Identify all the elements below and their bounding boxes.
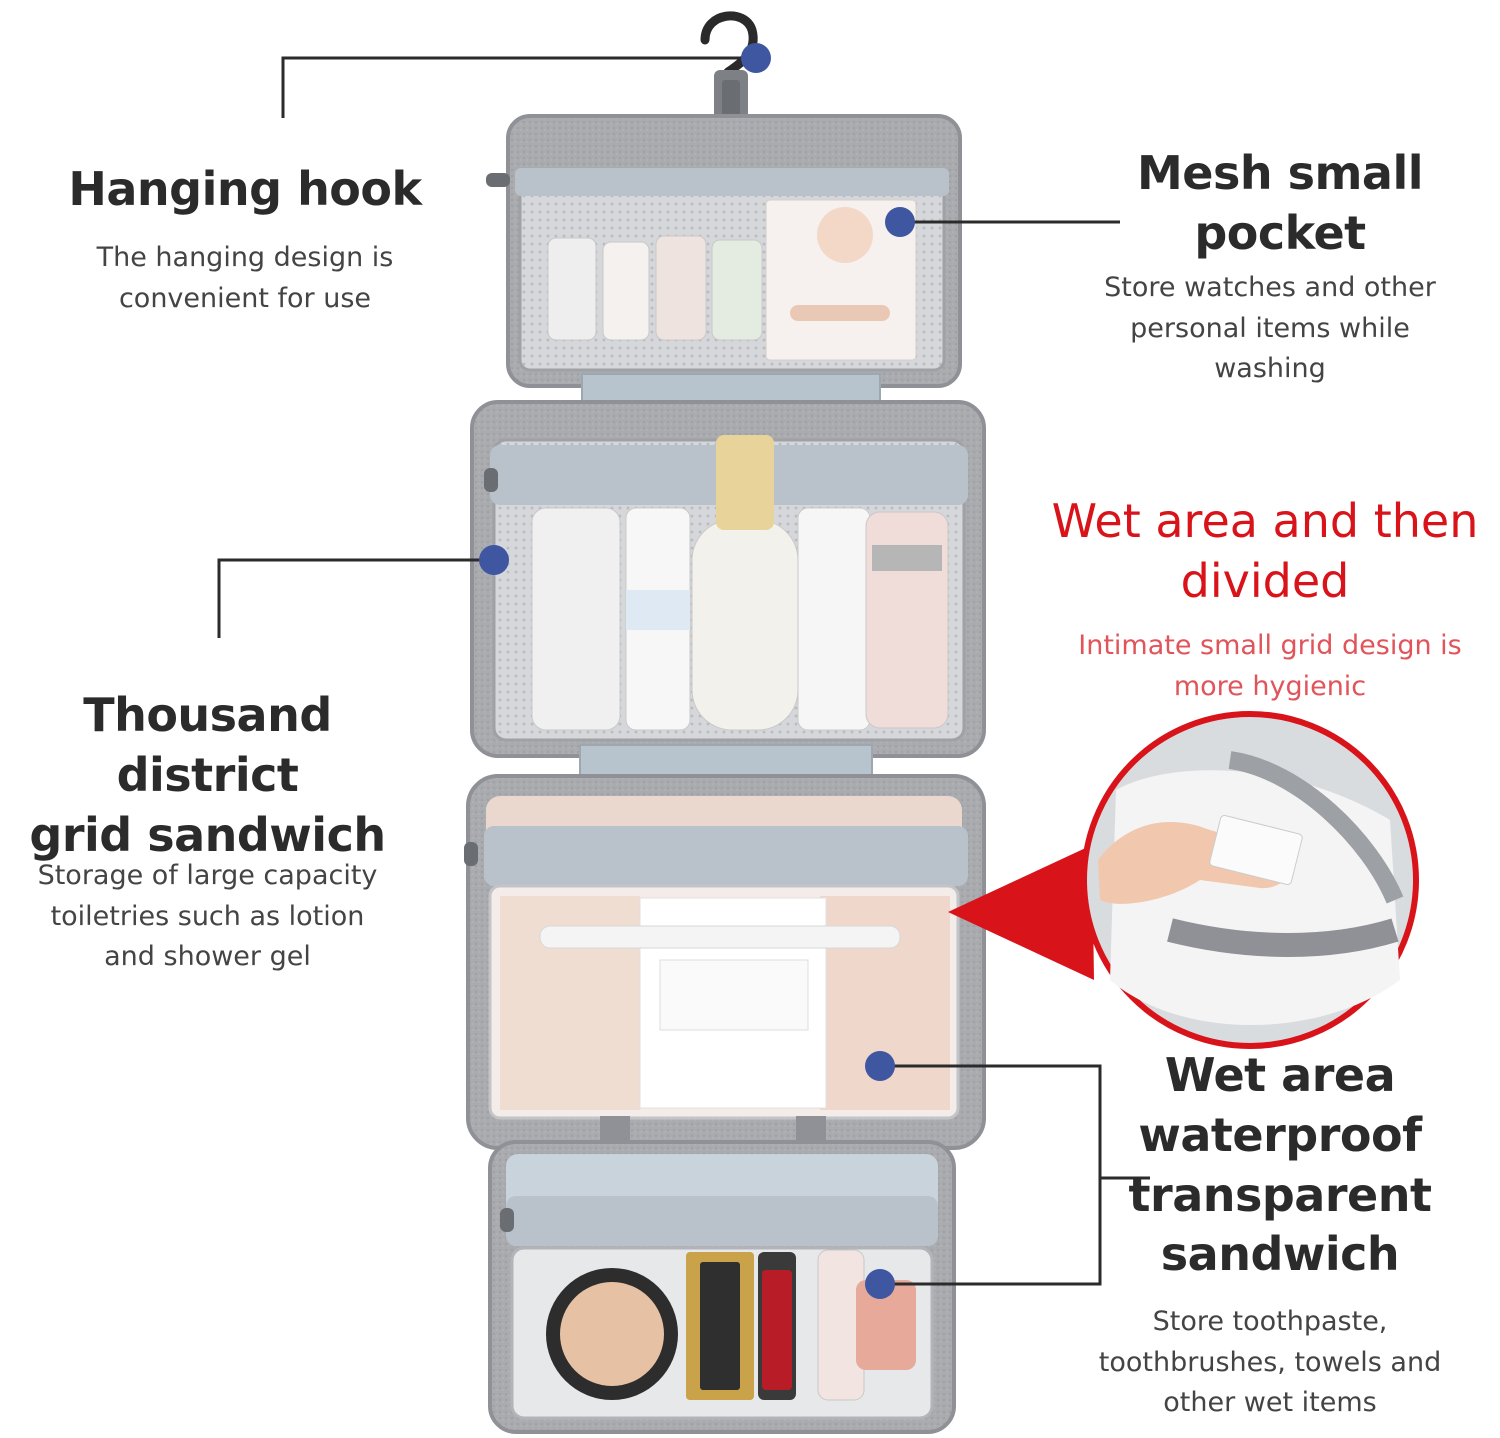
- mesh-pocket-desc: Store watches and other personal items w…: [1104, 272, 1436, 384]
- dot-thousand-district: [479, 545, 509, 575]
- thousand-district-desc: Storage of large capacity toiletries suc…: [37, 860, 378, 972]
- dot-hanging-hook: [741, 43, 771, 73]
- hanging-hook-desc: The hanging design is convenient for use: [96, 242, 394, 314]
- wet-area-divided-desc: Intimate small grid design is more hygie…: [1078, 630, 1462, 702]
- wet-area-divided-title: Wet area and then divided: [1051, 494, 1479, 608]
- callout-dots: [479, 43, 915, 1299]
- dot-bottom-pocket: [865, 1269, 895, 1299]
- wet-area-waterproof-title: Wet area waterproof transparent sandwich: [1128, 1048, 1432, 1282]
- wet-compartment: [466, 774, 986, 1150]
- middle-compartment: [470, 400, 986, 758]
- magnifier-callout: [948, 711, 1419, 1049]
- dot-mesh-pocket: [885, 207, 915, 237]
- leader-lines: [217, 56, 1150, 1286]
- bottom-compartment: [488, 1116, 956, 1434]
- mesh-pocket-title: Mesh small pocket: [1136, 146, 1424, 260]
- dot-wet-area: [865, 1051, 895, 1081]
- wet-area-waterproof-desc: Store toothpaste, toothbrushes, towels a…: [1098, 1306, 1442, 1418]
- thousand-district-title: Thousand district grid sandwich: [29, 688, 386, 862]
- top-compartment: [506, 114, 962, 388]
- hanging-hook-title: Hanging hook: [68, 162, 422, 216]
- zipper-pull-icon: [464, 173, 514, 1232]
